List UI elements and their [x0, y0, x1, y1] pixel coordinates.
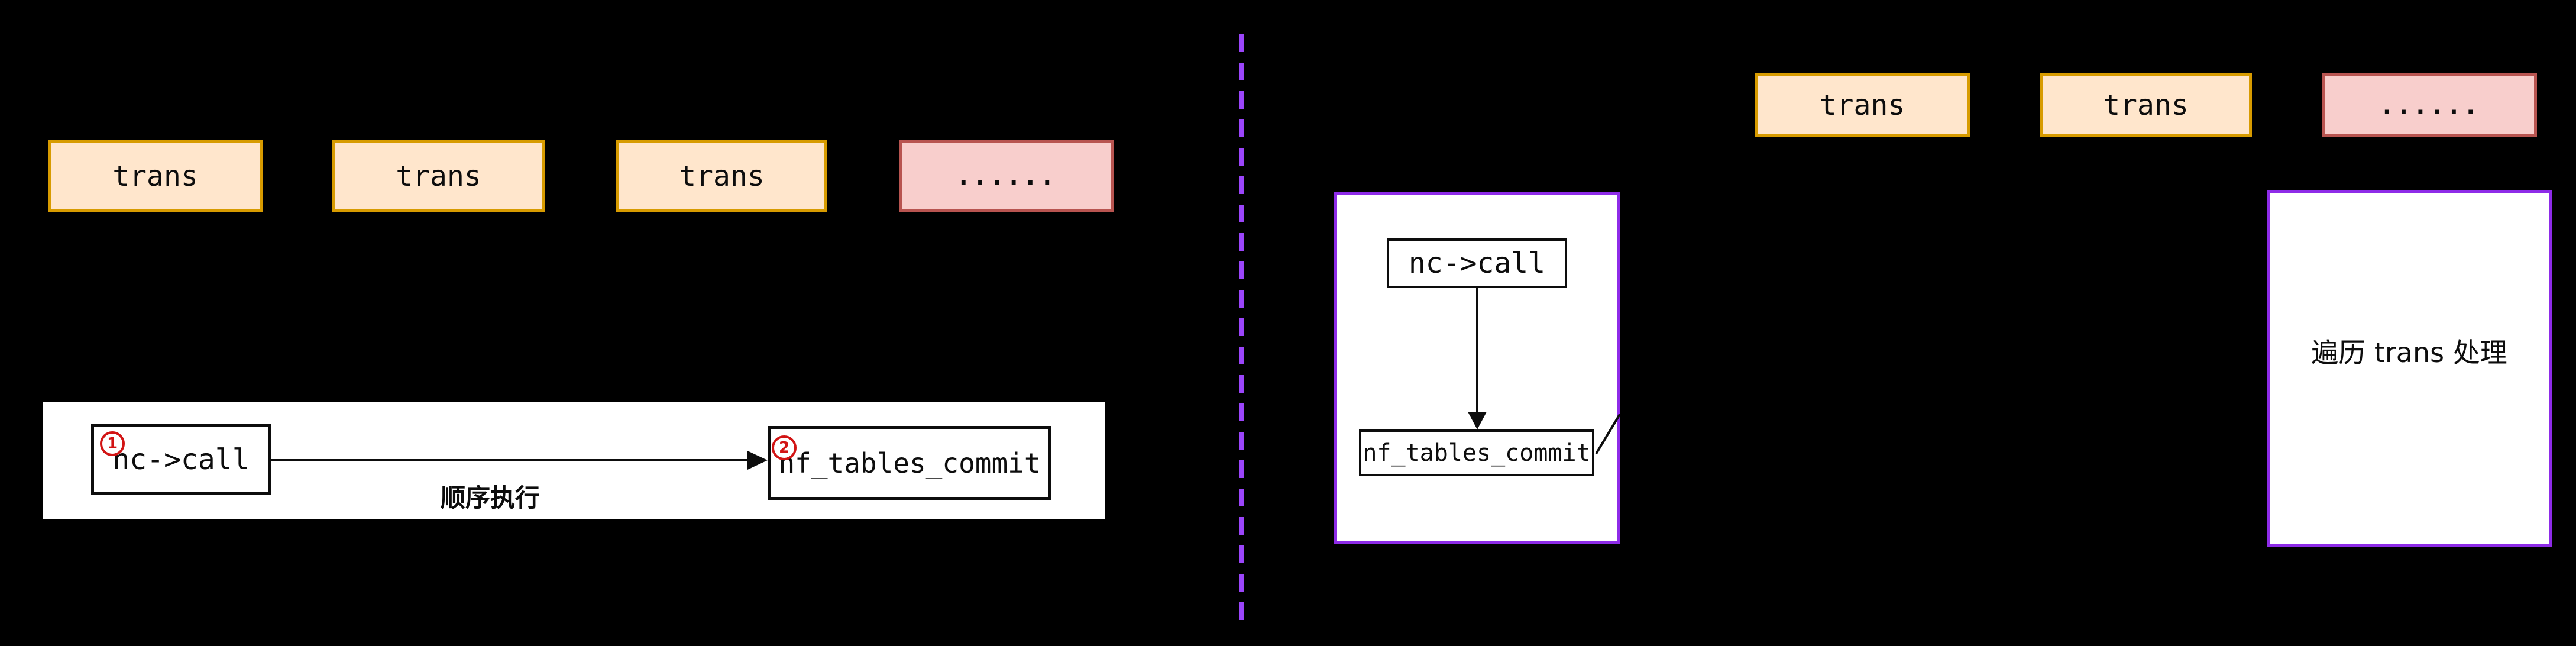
dashed-divider-line — [1239, 34, 1244, 620]
ellipsis-box-left-label: ...... — [956, 161, 1057, 190]
traverse-note-label: 遍历 trans 处理 — [2311, 337, 2507, 369]
commit-flow-container: nc->call nf_tables_commit — [1334, 192, 1621, 544]
step-2-badge: 2 — [772, 435, 797, 460]
trans-box-1-label: trans — [112, 159, 198, 193]
nf-tables-commit-node-right: nf_tables_commit — [1359, 429, 1594, 476]
ellipsis-box-left: ...... — [899, 140, 1114, 212]
sequential-execution-label: 顺序执行 — [440, 483, 540, 512]
flow-arrowhead-icon — [1468, 412, 1487, 429]
trans-box-2: trans — [332, 140, 545, 212]
trans-box-right-1: trans — [1755, 73, 1970, 137]
trans-box-right-2: trans — [2040, 73, 2252, 137]
flow-arrow-line — [1476, 288, 1478, 414]
ellipsis-box-right: ...... — [2322, 73, 2537, 137]
step-1-badge: 1 — [100, 431, 125, 456]
nc-call-node-left: nc->call — [91, 424, 271, 495]
trans-box-3: trans — [616, 140, 827, 212]
nf-tables-commit-node-left: nf_tables_commit — [768, 426, 1051, 500]
traverse-note-box: 遍历 trans 处理 — [2267, 190, 2552, 547]
nc-call-node-right-label: nc->call — [1408, 247, 1546, 280]
step-1-badge-number: 1 — [106, 435, 118, 453]
callout-connector-line — [1595, 414, 1621, 455]
trans-box-right-2-label: trans — [2103, 89, 2189, 122]
trans-box-1: trans — [48, 140, 263, 212]
nc-call-node-left-label: nc->call — [112, 443, 250, 476]
trans-box-3-label: trans — [679, 159, 765, 193]
ellipsis-box-right-label: ...... — [2379, 91, 2480, 120]
sequential-arrowhead-icon — [747, 451, 768, 470]
nf-tables-commit-node-left-label: nf_tables_commit — [778, 447, 1041, 479]
trans-box-2-label: trans — [396, 159, 481, 193]
nf-tables-commit-node-right-label: nf_tables_commit — [1363, 439, 1591, 467]
step-2-badge-number: 2 — [778, 439, 790, 457]
nc-call-node-right: nc->call — [1387, 238, 1567, 288]
trans-box-right-1-label: trans — [1819, 89, 1905, 122]
sequential-arrow-line — [271, 459, 750, 461]
sequential-flow-panel: nc->call 1 nf_tables_commit 2 顺序执行 — [43, 402, 1105, 519]
